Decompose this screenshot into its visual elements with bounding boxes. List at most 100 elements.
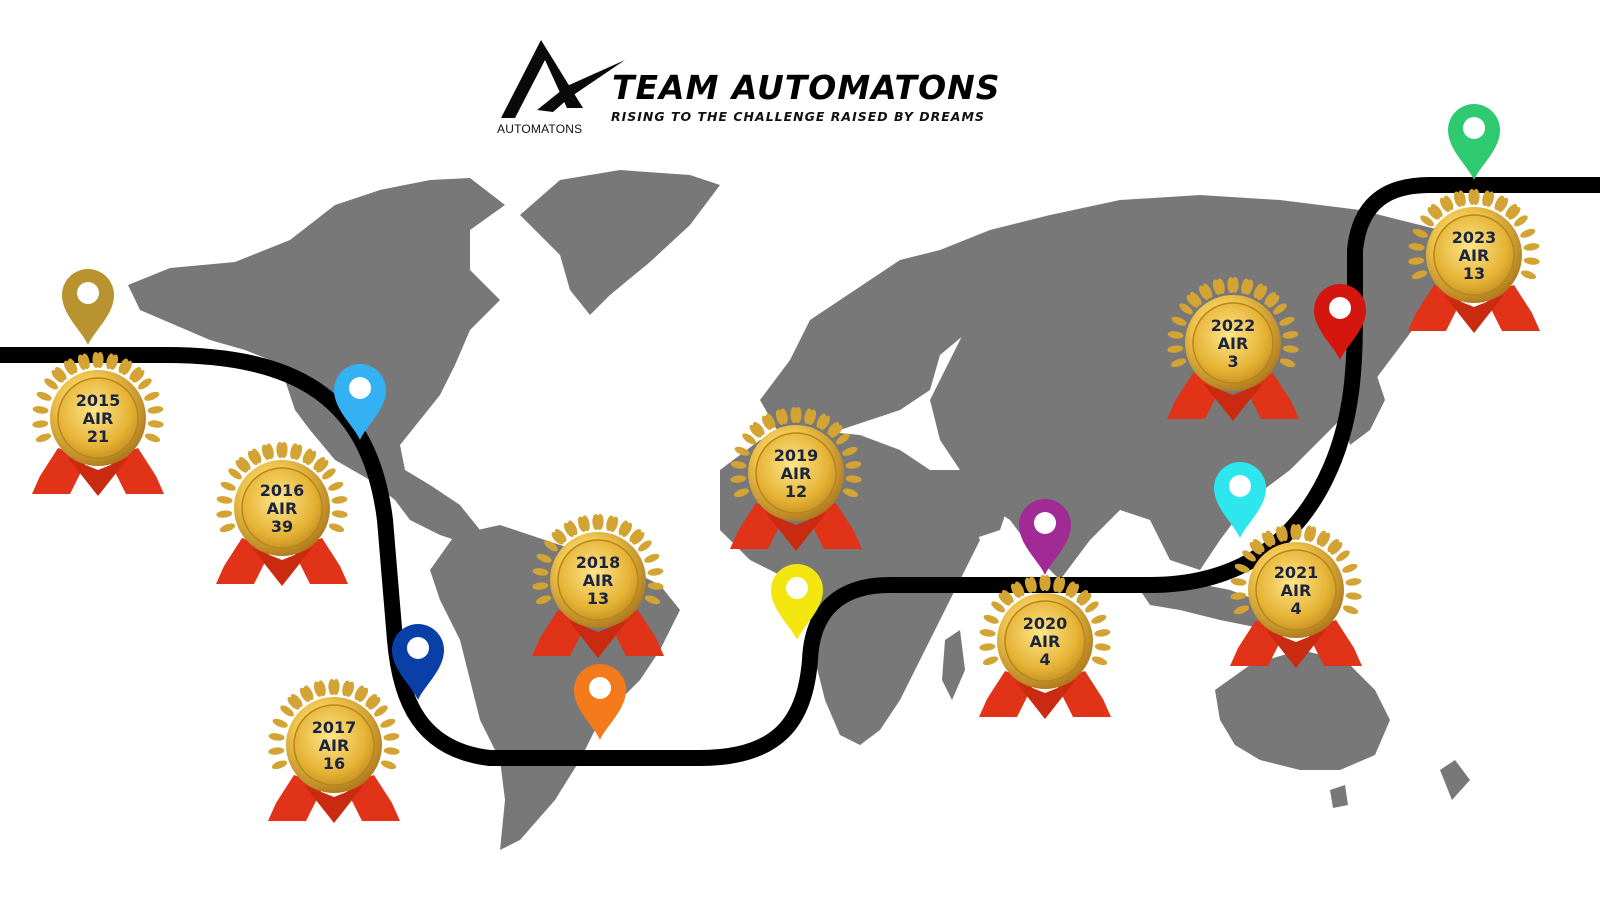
pin-body	[392, 624, 444, 700]
pin-body	[1214, 462, 1266, 538]
pin-yellow-icon	[771, 564, 823, 640]
pin-body	[574, 664, 626, 740]
medal-coin-inner	[755, 432, 837, 514]
brand-header: AUTOMATONS TEAM AUTOMATONS RISING TO THE…	[497, 38, 1057, 138]
medal-label: AIR	[1218, 334, 1249, 353]
pin-hole	[1034, 512, 1056, 534]
medal-coin-inner	[557, 539, 639, 621]
medal-ribbon-center	[1444, 295, 1504, 333]
medal-label: AIR	[267, 499, 298, 518]
medal-year: 2015	[76, 391, 121, 410]
pin-body	[334, 364, 386, 440]
pin-cyan-icon	[1214, 462, 1266, 538]
pin-body	[1448, 104, 1500, 180]
pin-red-icon	[1314, 284, 1366, 360]
brand-tagline: RISING TO THE CHALLENGE RAISED BY DREAMS	[611, 109, 985, 124]
medal-label: AIR	[83, 409, 114, 428]
pin-skyblue-icon	[334, 364, 386, 440]
laurel-wreath-icon	[979, 575, 1111, 666]
pin-hole	[1463, 117, 1485, 139]
medal-ribbon-center	[1015, 681, 1075, 719]
medal-label: AIR	[1030, 632, 1061, 651]
continent-arabia	[930, 470, 1010, 540]
pin-navy-icon	[392, 624, 444, 700]
pin-orange-icon	[574, 664, 626, 740]
medal-ribbon-center	[252, 548, 312, 586]
medal-ribbon-center	[568, 620, 628, 658]
laurel-wreath-icon	[730, 407, 862, 498]
medal-label: AIR	[1281, 581, 1312, 600]
medal-year: 2021	[1274, 563, 1319, 582]
medal-ribbon-center	[68, 458, 128, 496]
pin-green-icon	[1448, 104, 1500, 180]
medal-rank: 13	[1463, 264, 1485, 283]
medal-ribbon-center	[304, 785, 364, 823]
pin-hole	[1229, 475, 1251, 497]
medal-label: AIR	[1459, 246, 1490, 265]
pin-hole	[589, 677, 611, 699]
medal-coin-inner	[1004, 600, 1086, 682]
laurel-wreath-icon	[1167, 277, 1299, 368]
medal-year: 2020	[1023, 614, 1068, 633]
medal-coin-inner	[241, 467, 323, 549]
laurel-wreath-icon	[1408, 189, 1540, 280]
pin-hole	[349, 377, 371, 399]
island-new-zealand	[1440, 760, 1470, 800]
medal-year: 2016	[260, 481, 305, 500]
medal-rank: 16	[323, 754, 345, 773]
medal-label: AIR	[319, 736, 350, 755]
medal-rank: 3	[1227, 352, 1238, 371]
medal-ribbon-center	[1266, 630, 1326, 668]
medal-label: AIR	[583, 571, 614, 590]
pin-hole	[407, 637, 429, 659]
brand-title: TEAM AUTOMATONS	[612, 68, 1001, 107]
continent-europe	[760, 250, 990, 440]
island-japan	[1345, 370, 1385, 445]
automatons-logo-icon	[501, 40, 625, 118]
laurel-wreath-icon	[216, 442, 348, 533]
medal-rank: 21	[87, 427, 109, 446]
medal-rank: 4	[1290, 599, 1301, 618]
brand-small-label: AUTOMATONS	[497, 122, 583, 136]
continent-north-america	[128, 178, 505, 545]
pin-body	[1314, 284, 1366, 360]
laurel-wreath-icon	[532, 514, 664, 605]
timeline-road	[0, 177, 1600, 766]
medal-coin-inner	[293, 704, 375, 786]
medal-year: 2019	[774, 446, 819, 465]
pin-hole	[77, 282, 99, 304]
laurel-wreath-icon	[1230, 524, 1362, 615]
continent-greenland	[520, 170, 720, 315]
medal-coin-inner	[1192, 302, 1274, 384]
medal-ribbon-center	[1203, 383, 1263, 421]
medal-coin-inner	[57, 377, 139, 459]
pin-hole	[786, 577, 808, 599]
medal-ribbon-center	[766, 513, 826, 551]
medal-year: 2018	[576, 553, 621, 572]
pin-gold-icon	[62, 269, 114, 345]
medal-year: 2022	[1211, 316, 1256, 335]
medal-year: 2023	[1452, 228, 1497, 247]
medal-coin-inner	[1433, 214, 1515, 296]
pin-body	[1019, 499, 1071, 575]
pin-body	[62, 269, 114, 345]
pin-purple-icon	[1019, 499, 1071, 575]
pin-hole	[1329, 297, 1351, 319]
laurel-wreath-icon	[268, 679, 400, 770]
medal-label: AIR	[781, 464, 812, 483]
medal-rank: 39	[271, 517, 293, 536]
island-tasmania	[1330, 785, 1348, 808]
medal-rank: 13	[587, 589, 609, 608]
medal-coin-inner	[1255, 549, 1337, 631]
medal-year: 2017	[312, 718, 357, 737]
